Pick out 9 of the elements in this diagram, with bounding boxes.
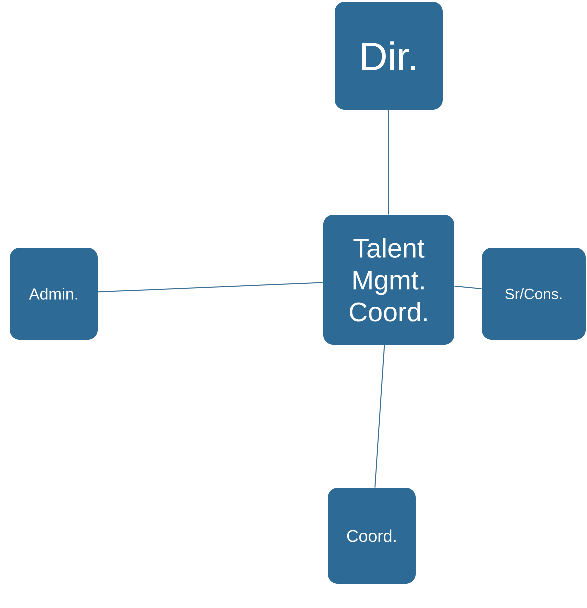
role-box: Coord. <box>328 488 416 584</box>
role-box: Dir. <box>335 2 443 110</box>
connector-line <box>374 344 386 488</box>
role-box: Sr/Cons. <box>482 248 586 340</box>
role-box: Admin. <box>10 248 98 340</box>
role-box: Talent Mgmt. Coord. <box>324 215 454 345</box>
connector-line <box>388 110 390 216</box>
connector-line <box>98 282 324 293</box>
connector-line <box>454 286 482 290</box>
